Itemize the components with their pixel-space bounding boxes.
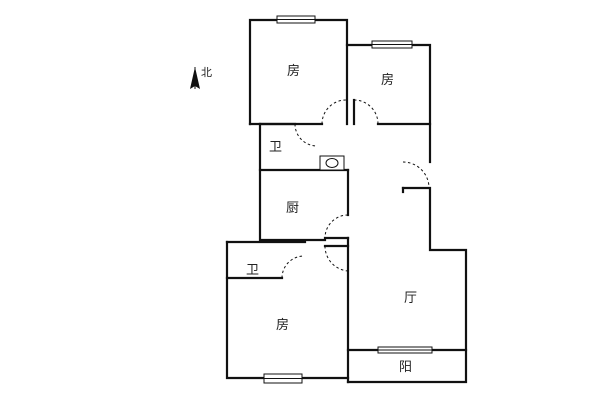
room-label-balcony: 阳 [399,359,412,374]
toilet-icon [319,155,345,171]
windows [263,15,433,384]
north-indicator: 北 [190,66,212,89]
room-label-bedroom-top-right: 房 [381,72,394,87]
room-label-bedroom-top-left: 房 [287,63,300,78]
doors [281,99,430,279]
room-label-bedroom-bottom: 房 [276,317,289,332]
room-label-bath-bottom: 卫 [246,262,259,277]
room-labels: 房 房 卫 厨 卫 房 厅 阳 [246,63,417,374]
room-label-living: 厅 [404,290,417,305]
north-label: 北 [201,66,212,79]
room-label-bath-top: 卫 [269,139,282,154]
walls [225,18,468,384]
room-label-kitchen: 厨 [286,200,299,215]
